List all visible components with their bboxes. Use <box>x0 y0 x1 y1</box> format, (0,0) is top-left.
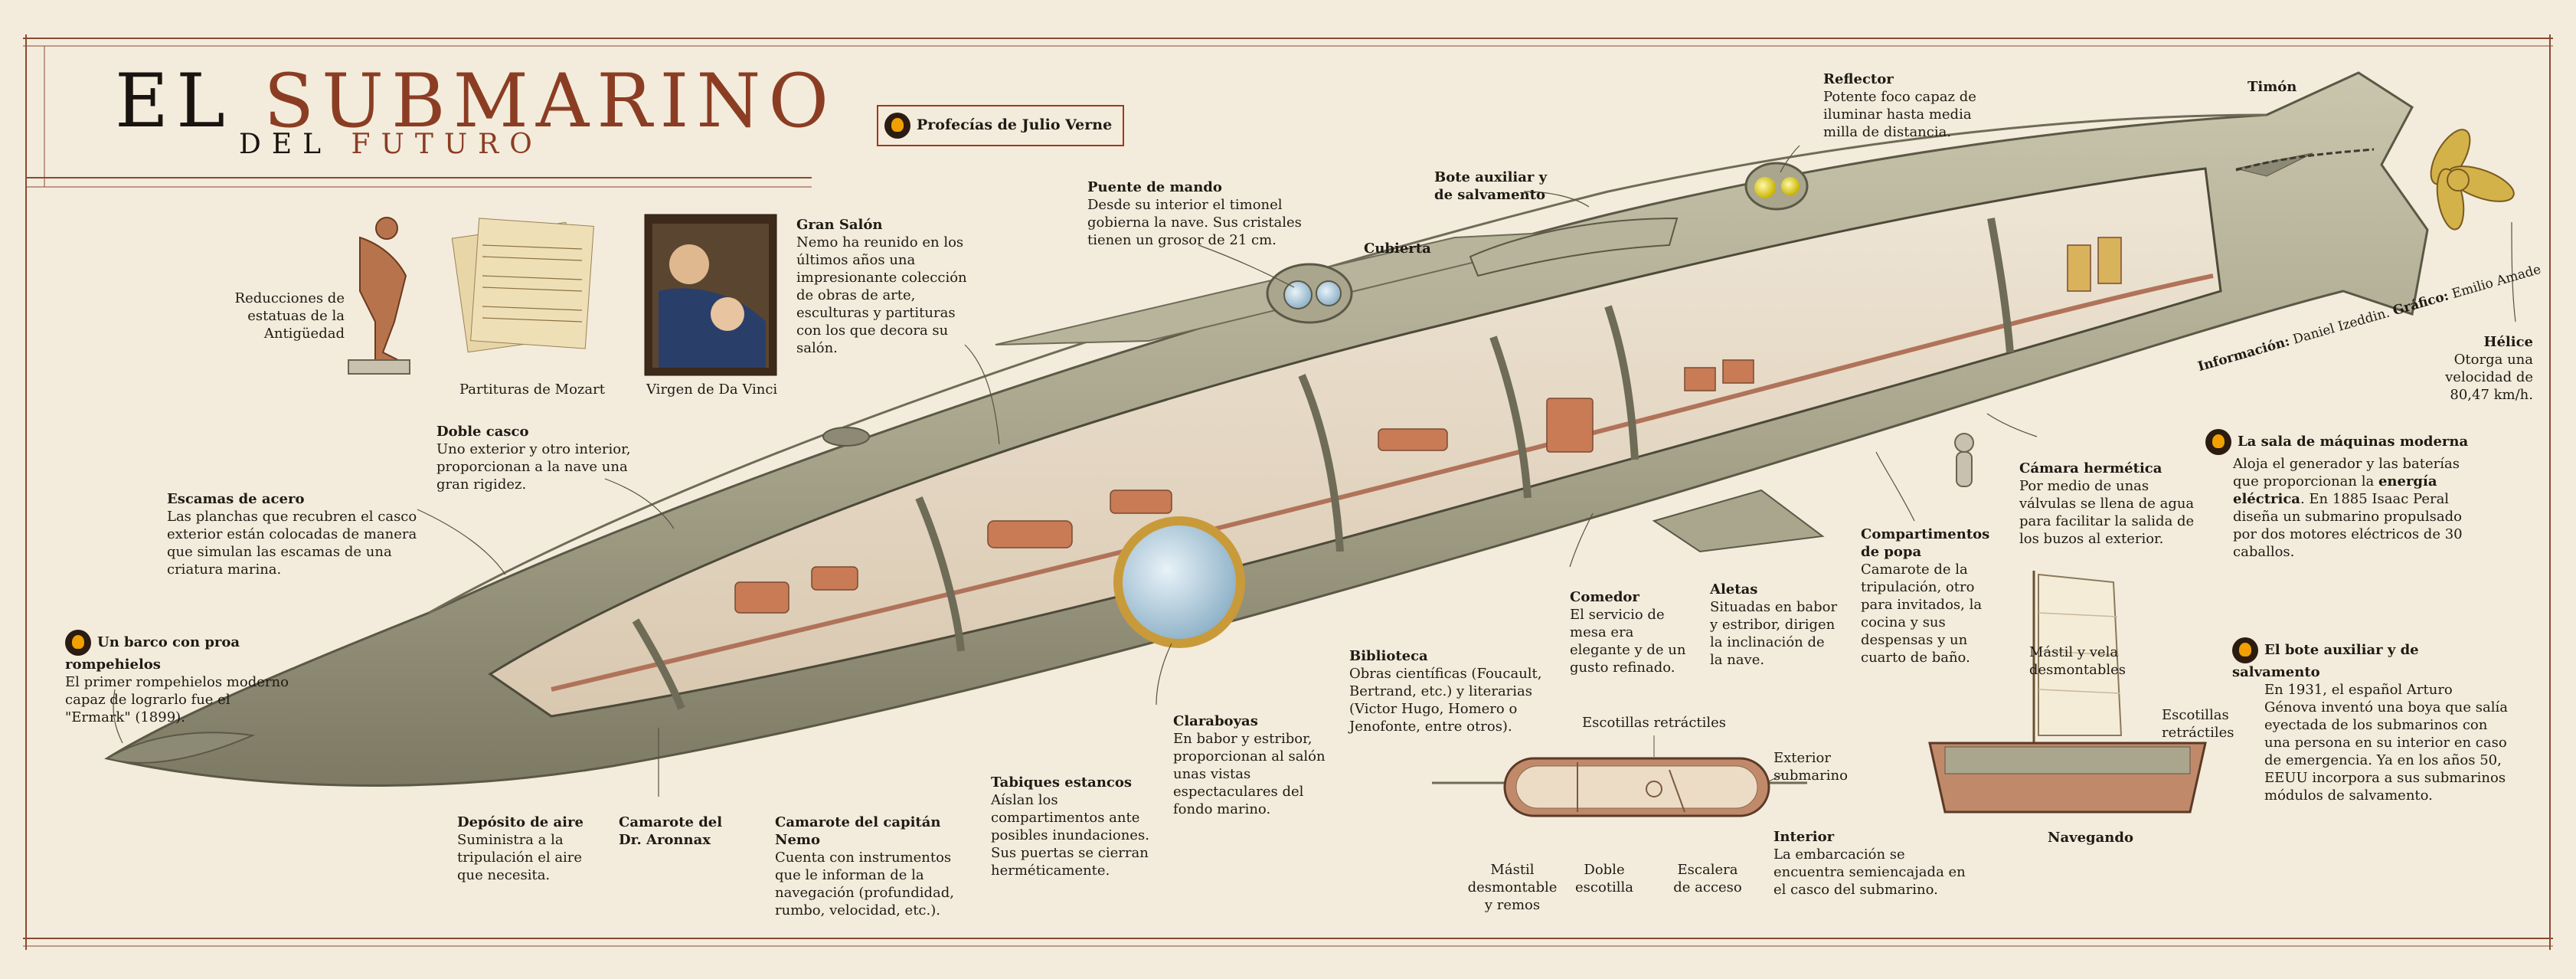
lifeboat-exterior: Exterior submarino <box>1773 750 1848 784</box>
sailing-boat <box>1928 571 2207 814</box>
label-timon: Timón <box>2247 79 2297 95</box>
lightbulb-icon <box>2205 429 2231 455</box>
subtitle-word-futuro: FUTURO <box>351 129 543 160</box>
lifeboat-escalera: Escalera de acceso <box>1673 862 1742 896</box>
davinci-painting-art <box>644 214 777 376</box>
boat-escotillas: Escotillas retráctiles <box>2162 707 2234 741</box>
mozart-score-art <box>451 218 594 353</box>
title-word-el: EL <box>115 58 233 144</box>
lifeboat-doble: Doble escotilla <box>1574 862 1634 896</box>
lightbulb-icon <box>2232 637 2258 663</box>
lightbulb-icon <box>65 630 91 656</box>
boat-mastil-vela: Mástil y vela desmontables <box>2029 644 2127 678</box>
label-aronnax: Camarote del Dr. Aronnax <box>619 814 723 848</box>
prophecies-label: Profecías de Julio Verne <box>917 116 1113 133</box>
deck-boat <box>1469 217 1679 277</box>
subtitle: DEL FUTURO <box>239 129 543 160</box>
bulkheads <box>632 218 2014 710</box>
diver <box>1954 433 1974 487</box>
label-cubierta: Cubierta <box>1364 241 1431 257</box>
lightbulb-icon <box>884 113 910 139</box>
fin <box>1652 489 1825 553</box>
caption-davinci: Virgen de Da Vinci <box>646 381 778 398</box>
propeller <box>2430 129 2515 231</box>
page-frame <box>23 34 2553 950</box>
leader-lines <box>113 145 2516 797</box>
label-rompehielos: Un barco con proa rompehielos El primer … <box>65 630 295 726</box>
label-bote-aux: Bote auxiliar y de salvamento <box>1434 169 1548 203</box>
lifeboat-cutaway <box>1432 735 1807 817</box>
subtitle-word-del: DEL <box>239 129 332 160</box>
main-title: EL SUBMARINO <box>115 63 836 139</box>
lifeboat-escotillas: Escotillas retráctiles <box>1582 715 1727 731</box>
submarine <box>104 71 2515 787</box>
porthole <box>1113 516 1245 648</box>
label-maquinas: La sala de máquinas moderna Aloja el gen… <box>2205 429 2481 561</box>
boat-navegando: Navegando <box>2048 830 2133 846</box>
prophecies-badge: Profecías de Julio Verne <box>877 105 1125 146</box>
interior-furniture <box>734 237 2122 614</box>
caption-mozart: Partituras de Mozart <box>459 381 605 398</box>
statue-art <box>348 217 410 375</box>
label-bote-moderno: El bote auxiliar y de salvamento En 1931… <box>2232 637 2508 804</box>
title-word-submarino: SUBMARINO <box>263 58 837 144</box>
lifeboat-mastil: Mástil desmontable y remos <box>1467 862 1558 913</box>
caption-statues: Reducciones de estatuas de la Antigüedad <box>234 290 345 342</box>
